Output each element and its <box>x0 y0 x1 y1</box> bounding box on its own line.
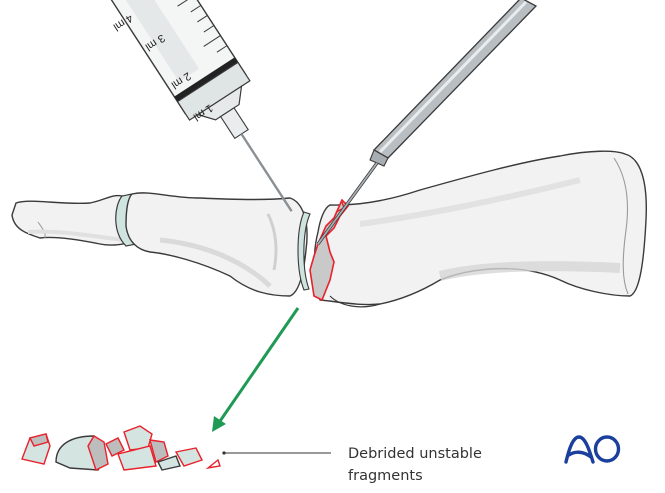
probe-instrument <box>316 0 538 245</box>
ao-logo <box>564 435 621 464</box>
fragments-annotation: Debrided unstable fragments <box>348 443 482 487</box>
distal-phalanx <box>11 194 129 246</box>
proximal-phalanx <box>125 192 308 297</box>
first-metatarsal <box>313 150 648 308</box>
debrided-fragments <box>21 425 221 471</box>
direction-arrow <box>212 307 300 432</box>
syringe <box>58 0 293 212</box>
annotation-line-2: fragments <box>348 468 423 484</box>
annotation-line-1: Debrided unstable <box>348 446 482 462</box>
mtp-joint-cartilage <box>297 211 311 291</box>
annotation-leader <box>222 451 331 455</box>
